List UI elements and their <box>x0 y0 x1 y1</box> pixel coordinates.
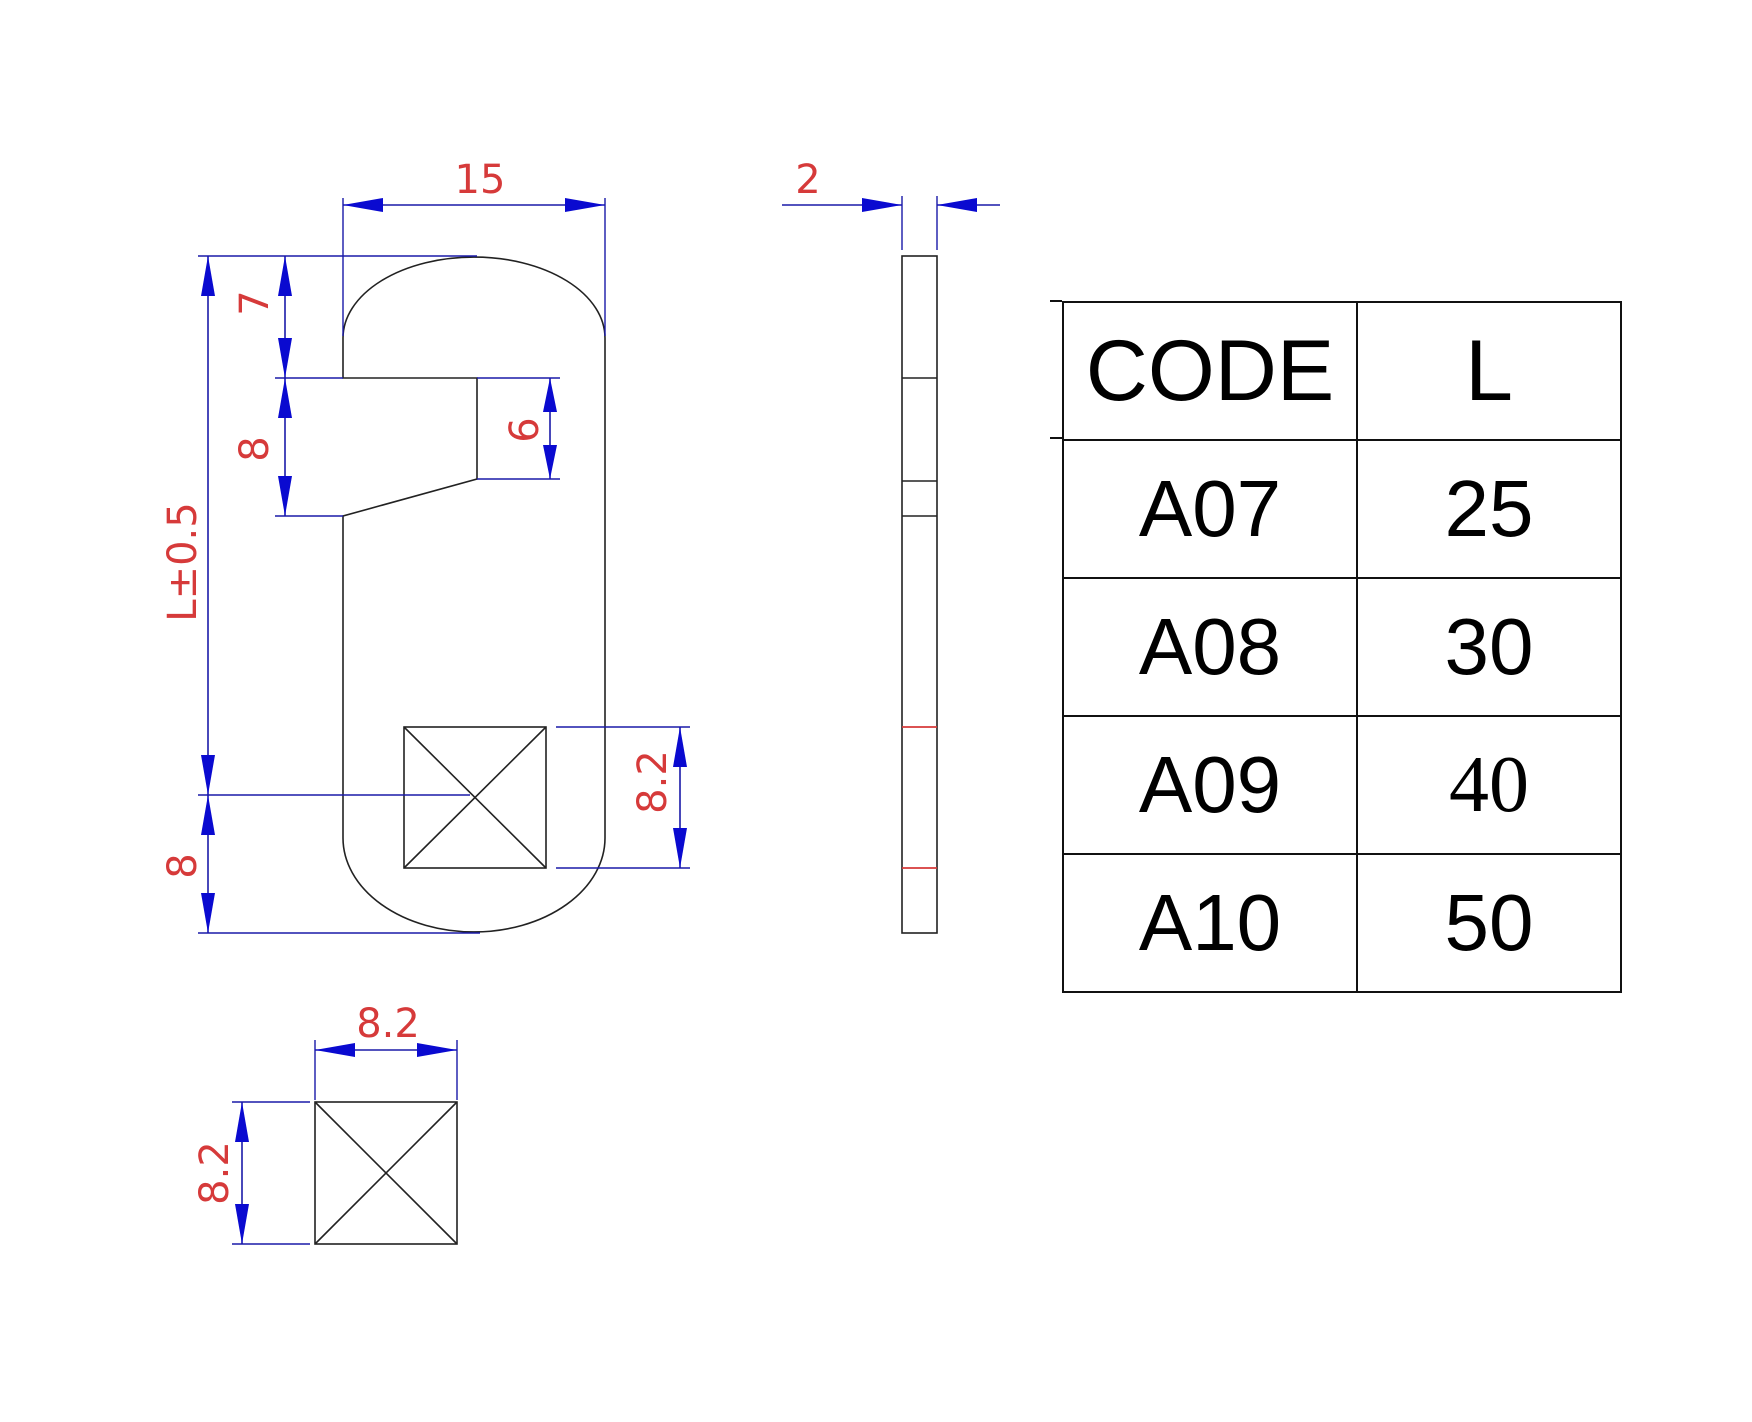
arrow-head <box>543 378 557 412</box>
arrow-head <box>278 378 292 418</box>
arrow-head <box>278 256 292 296</box>
cell-code: A08 <box>1062 577 1358 717</box>
dim-label-top: 7 <box>232 290 278 315</box>
square-hole-diagonal-2 <box>403 726 547 869</box>
table-header-row: CODE L <box>1062 301 1622 441</box>
arrow-head <box>673 828 687 868</box>
arrow-head <box>543 445 557 479</box>
dimension-length: L±0.5 <box>160 255 477 796</box>
side-view <box>901 255 938 934</box>
dim-label-thickness: 2 <box>795 157 820 203</box>
arrow-head <box>673 727 687 767</box>
arrow-head <box>565 198 605 212</box>
table-row: A10 50 <box>1062 853 1622 993</box>
detail-square <box>314 1101 458 1245</box>
arrow-head <box>201 755 215 795</box>
cell-l: 40 <box>1356 715 1622 855</box>
arrow-head <box>862 198 902 212</box>
cell-l: 30 <box>1356 577 1622 717</box>
dimension-slot-depth-6: 6 <box>477 377 560 480</box>
header-code: CODE <box>1062 301 1358 441</box>
code-length-table: CODE L A07 25 A08 30 A09 40 A10 50 <box>1062 301 1622 993</box>
cell-code: A09 <box>1062 715 1358 855</box>
square-hole <box>403 726 547 869</box>
arrow-head <box>201 893 215 933</box>
cell-code: A07 <box>1062 439 1358 579</box>
dimension-thickness-2: 2 <box>782 157 1000 250</box>
arrow-head <box>417 1043 457 1057</box>
arrow-head <box>343 198 383 212</box>
table-row: A08 30 <box>1062 577 1622 717</box>
arrow-head <box>278 338 292 378</box>
cell-code: A10 <box>1062 853 1358 993</box>
arrow-head <box>201 256 215 296</box>
side-view-outline <box>901 255 938 934</box>
dim-label-slot: 8 <box>232 436 278 461</box>
dim-label-detail-height: 8.2 <box>192 1141 238 1205</box>
dimension-detail-width: 8.2 <box>314 1001 458 1100</box>
table-row: A07 25 <box>1062 439 1622 579</box>
header-l: L <box>1356 301 1622 441</box>
part-outline <box>342 256 606 933</box>
arrow-head <box>201 795 215 835</box>
arrow-head <box>937 198 977 212</box>
arrow-head <box>315 1043 355 1057</box>
arrow-head <box>235 1204 249 1244</box>
table-row: A09 40 <box>1062 715 1622 855</box>
arrow-head <box>278 476 292 516</box>
dim-label-square-offset: 8 <box>160 853 206 878</box>
dimension-slot-8: 8 <box>232 378 343 517</box>
dimension-width-15: 15 <box>342 157 606 336</box>
arrow-head <box>235 1102 249 1142</box>
dimension-top-7: 7 <box>232 256 343 379</box>
dimension-square-height: 8.2 <box>556 726 690 869</box>
dim-label-length: L±0.5 <box>160 502 206 621</box>
dim-label-width: 15 <box>455 157 506 203</box>
dim-label-square-height: 8.2 <box>630 750 676 814</box>
dimension-square-offset-8: 8 <box>160 795 480 934</box>
cell-l: 50 <box>1356 853 1622 993</box>
cell-l: 25 <box>1356 439 1622 579</box>
dim-label-slot-depth: 6 <box>502 417 548 442</box>
dimension-detail-height: 8.2 <box>192 1101 310 1245</box>
detail-square-view <box>314 1101 458 1245</box>
dim-label-detail-width: 8.2 <box>356 1001 420 1047</box>
front-view <box>342 256 606 933</box>
